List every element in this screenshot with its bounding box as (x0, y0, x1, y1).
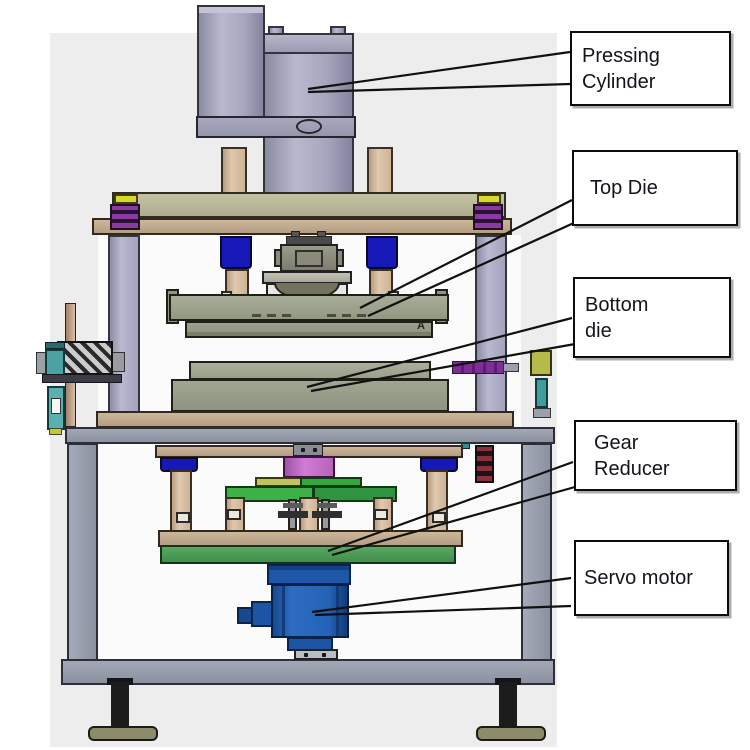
drive-connector (293, 444, 323, 456)
label-pressing-cylinder: Pressing Cylinder (570, 31, 731, 106)
tie-rod-left-upper (221, 147, 247, 195)
servo-motor-base (294, 649, 338, 660)
die-vent-dash (342, 314, 351, 317)
post-detail-block (176, 512, 190, 523)
label-text: Bottom (585, 293, 649, 316)
top-die-plate (169, 294, 449, 321)
post-detail-block (227, 509, 241, 520)
bolt-cap-left (283, 503, 303, 508)
foot-pad-right (476, 726, 546, 741)
right-spring-stack (475, 445, 494, 483)
table-platen (96, 411, 514, 428)
table-beam (65, 427, 555, 444)
die-vent-dash (327, 314, 336, 317)
label-text: Servo motor (584, 567, 693, 589)
left-valve-body (45, 349, 65, 377)
servo-shaft-tip (237, 607, 253, 624)
left-screw-cap (114, 194, 138, 204)
label-text: die (585, 319, 612, 342)
gear-reducer-base (160, 545, 456, 564)
right-screw-stub (503, 363, 519, 372)
die-vent-dash (267, 314, 276, 317)
bushing-blue-right (366, 236, 398, 269)
label-top-die: Top Die (572, 150, 738, 226)
post-detail-block (432, 512, 446, 523)
label-text: Gear (594, 431, 639, 454)
frame-rail-right (521, 443, 552, 673)
die-vent-dash (282, 314, 291, 317)
crown-plate (112, 192, 506, 218)
pressing-cylinder-cap (263, 33, 354, 54)
coupling-magenta (283, 456, 335, 478)
bolt-cap-right (317, 503, 337, 508)
foot-pad-left (88, 726, 158, 741)
bolt-flange-right (312, 511, 342, 518)
right-valve-foot (533, 408, 551, 418)
motor-body-line (336, 586, 339, 636)
base-bolt-dot (322, 653, 326, 657)
label-gear-reducer: Gear Reducer (574, 420, 737, 491)
frame-rail-bottom (61, 659, 555, 685)
post-detail-block (374, 509, 388, 520)
right-guide-column (475, 235, 507, 413)
label-bottom-die: Bottom die (573, 277, 731, 358)
bottom-die-plate (171, 379, 449, 412)
left-valve-cap (45, 342, 65, 349)
foot-post-left (111, 682, 129, 728)
servo-motor-flange (267, 564, 351, 585)
label-text: Cylinder (582, 70, 656, 93)
left-fitting-yellow (49, 428, 62, 435)
cylinder-clevis-ring (296, 119, 322, 134)
top-die-insert (185, 321, 433, 338)
left-screw-nut (110, 204, 140, 230)
frame-rail-left (67, 443, 98, 673)
tie-rod-right-upper (367, 147, 393, 195)
right-valve-body (535, 378, 548, 408)
cylinder-mount-plate (196, 116, 356, 138)
bushing-blue-left (220, 236, 252, 269)
die-vent-dash (252, 314, 261, 317)
left-knurled-gear (57, 341, 113, 375)
connector-dot (313, 448, 317, 452)
upper-platen (92, 218, 512, 235)
right-screw-nut (473, 204, 503, 230)
left-guide-column (108, 235, 140, 413)
die-vent-dash (357, 314, 366, 317)
foot-post-right (499, 682, 517, 728)
foot-collar-left (107, 678, 133, 685)
right-lead-screw (452, 361, 504, 374)
foot-collar-right (495, 678, 521, 685)
clamp-window (295, 250, 323, 267)
label-text: Top Die (590, 177, 658, 199)
motor-body-line (282, 586, 285, 636)
bolt-flange-left (278, 511, 308, 518)
right-motor-block (530, 350, 552, 376)
connector-dot (301, 448, 305, 452)
die-corner-mark: A (417, 320, 425, 332)
label-servo-motor: Servo motor (574, 540, 729, 616)
left-cylinder-window (51, 398, 61, 414)
label-text: Pressing (582, 44, 660, 67)
bottom-die-insert (189, 361, 431, 380)
base-bolt-dot (304, 653, 308, 657)
servo-shaft-housing (251, 601, 273, 627)
left-mount-bar (42, 374, 122, 383)
label-text: Reducer (594, 457, 670, 480)
right-screw-cap (477, 194, 501, 204)
pressing-cylinder-left-body (197, 5, 265, 118)
